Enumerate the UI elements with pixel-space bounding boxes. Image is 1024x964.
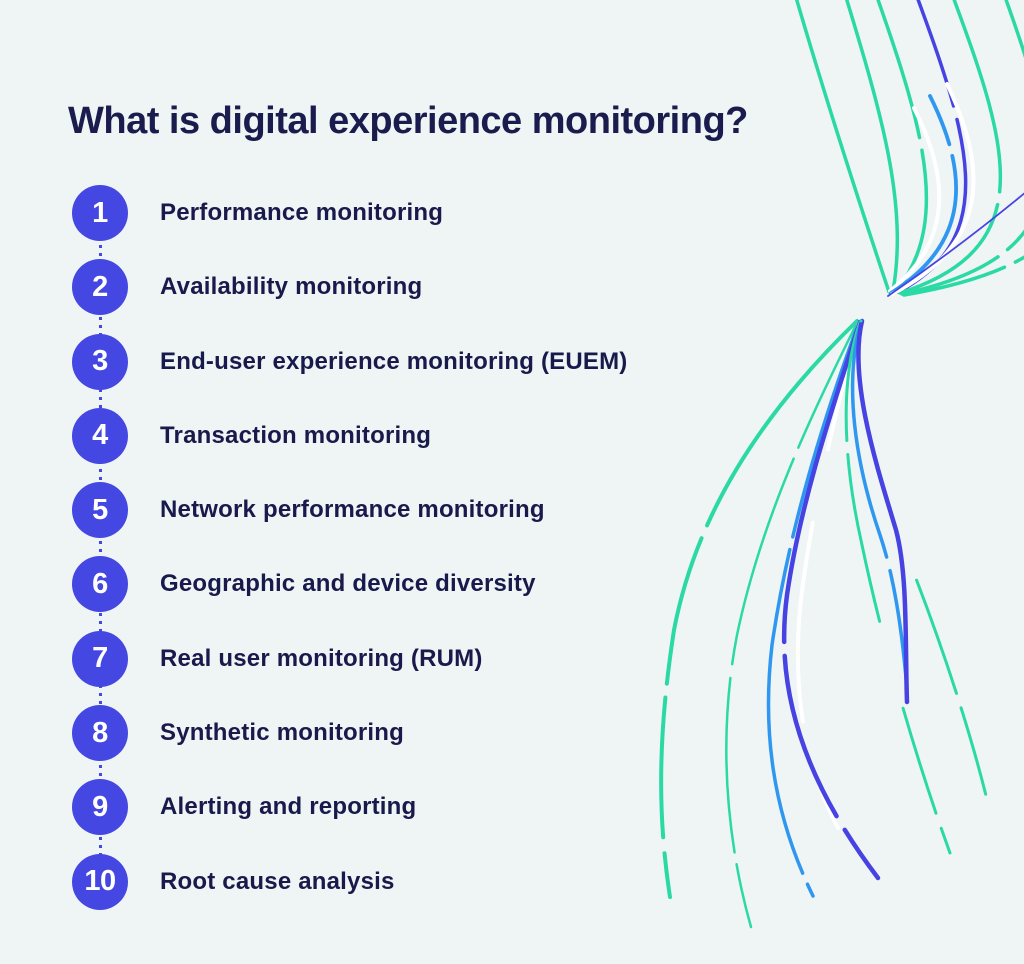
step-number-badge: 5 <box>72 482 128 539</box>
step-number: 2 <box>92 270 108 303</box>
step-label: End-user experience monitoring (EUEM) <box>160 347 628 375</box>
curve-teal <box>898 0 1003 295</box>
curve-white <box>888 106 942 293</box>
dotted-connector-line <box>98 213 102 882</box>
list-item: 7 Real user monitoring (RUM) <box>72 630 692 687</box>
list-item: 1 Performance monitoring <box>72 185 692 241</box>
step-label: Performance monitoring <box>160 199 444 226</box>
decorative-swirl-top <box>794 0 1024 297</box>
curve-white <box>795 321 861 830</box>
step-label: Transaction monitoring <box>160 421 432 449</box>
curve-indigo <box>856 318 910 705</box>
curve-indigo <box>896 0 968 294</box>
step-number: 4 <box>92 419 108 452</box>
decorative-swirl-bottom <box>659 318 992 929</box>
step-number-badge: 2 <box>72 259 128 316</box>
step-number: 1 <box>92 196 108 229</box>
curve-teal <box>844 0 900 293</box>
step-number: 3 <box>92 345 108 378</box>
step-label: Synthetic monitoring <box>160 719 404 747</box>
list-item: 6 Geographic and device diversity <box>72 556 692 613</box>
step-number: 10 <box>84 865 116 898</box>
step-number-badge: 3 <box>72 333 128 390</box>
step-number-badge: 7 <box>72 630 128 687</box>
step-number: 5 <box>92 493 108 526</box>
step-label: Availability monitoring <box>160 273 423 301</box>
step-number-badge: 1 <box>72 185 128 241</box>
step-number: 8 <box>92 716 108 749</box>
list-item: 4 Transaction monitoring <box>72 407 692 464</box>
curve-teal <box>876 0 929 293</box>
curve-blue <box>766 320 861 898</box>
curve-teal <box>853 319 992 814</box>
curve-teal <box>902 255 1024 297</box>
curve-blue <box>850 320 913 759</box>
step-number-badge: 4 <box>72 407 128 464</box>
step-label: Real user monitoring (RUM) <box>160 644 483 672</box>
step-number: 9 <box>92 790 108 823</box>
step-number-badge: 9 <box>72 779 128 836</box>
step-label: Root cause analysis <box>160 867 395 895</box>
list-item: 10 Root cause analysis <box>72 853 692 910</box>
page-title: What is digital experience monitoring? <box>68 100 748 142</box>
step-number: 7 <box>92 642 108 675</box>
step-label: Network performance monitoring <box>160 496 545 524</box>
step-number-badge: 6 <box>72 556 128 613</box>
steps-list: 1 Performance monitoring 2 Availability … <box>72 185 692 910</box>
curve-teal <box>725 319 860 929</box>
curve-teal <box>900 0 1024 296</box>
list-item: 9 Alerting and reporting <box>72 779 692 836</box>
curve-indigo-hairline <box>887 192 1024 297</box>
step-label: Alerting and reporting <box>160 793 417 821</box>
step-number-badge: 10 <box>72 853 128 910</box>
step-label: Geographic and device diversity <box>160 570 536 598</box>
curve-teal <box>794 0 891 294</box>
list-item: 2 Availability monitoring <box>72 259 692 316</box>
curve-white <box>890 82 976 296</box>
step-number: 6 <box>92 567 108 600</box>
curve-blue <box>889 94 958 295</box>
curve-teal <box>844 320 952 855</box>
list-item: 5 Network performance monitoring <box>72 482 692 539</box>
list-item: 3 End-user experience monitoring (EUEM) <box>72 333 692 390</box>
list-item: 8 Synthetic monitoring <box>72 705 692 762</box>
step-number-badge: 8 <box>72 705 128 762</box>
curve-indigo <box>781 319 881 881</box>
